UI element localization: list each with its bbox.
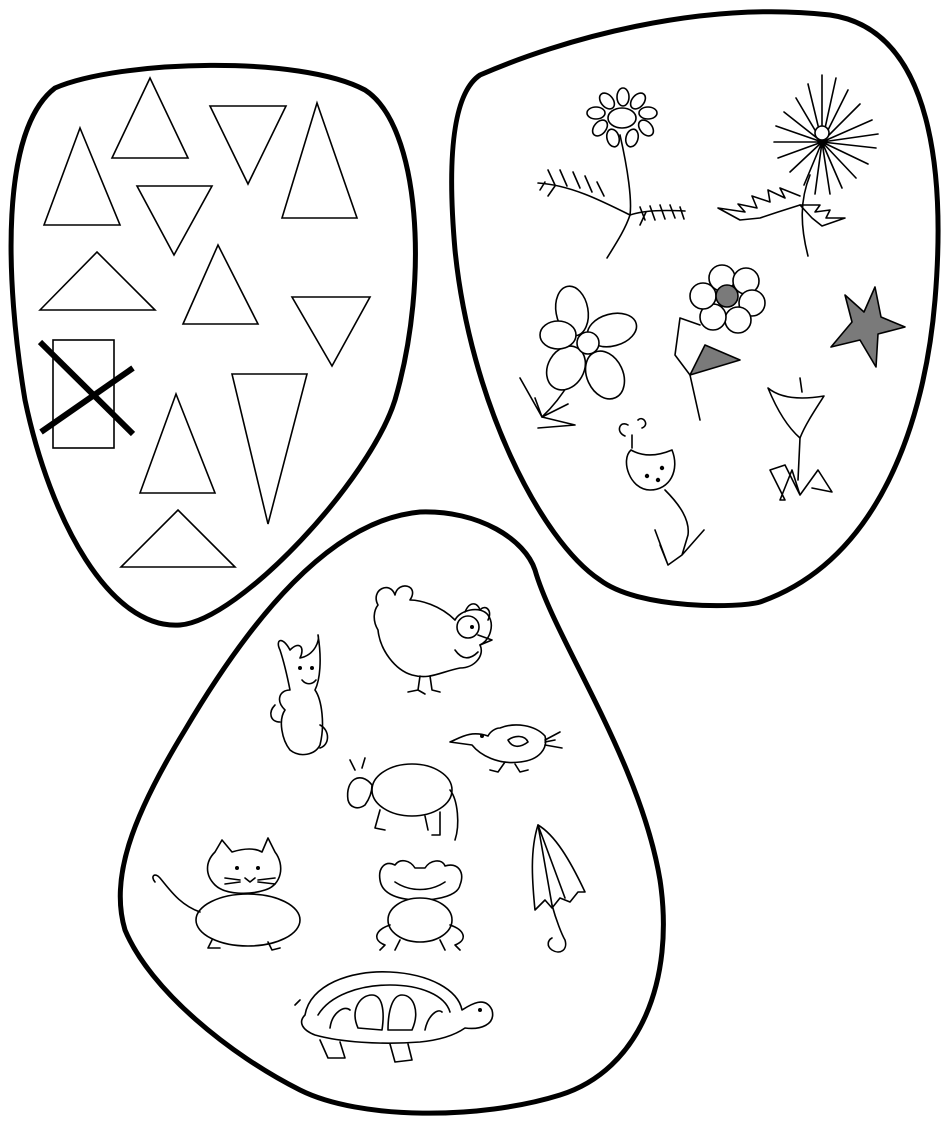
rectangle-icon: [53, 340, 114, 448]
flowers-group: [452, 12, 938, 606]
